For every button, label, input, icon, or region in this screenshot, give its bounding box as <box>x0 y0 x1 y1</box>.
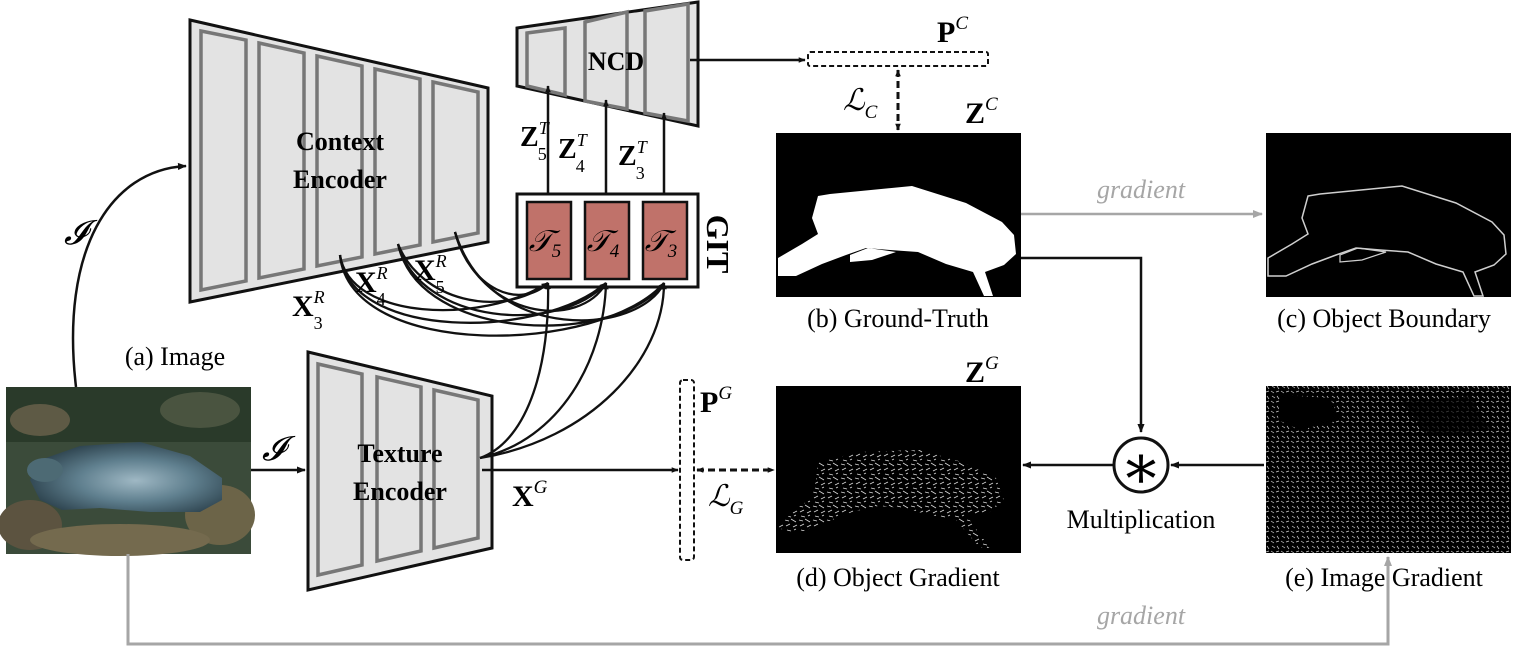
zc-symbol: ZC <box>965 94 998 130</box>
git-to-ncd-arrows <box>545 85 667 194</box>
context-encoder: Context Encoder <box>188 18 490 304</box>
git-label: GIT <box>700 215 736 274</box>
gradient-bottom-arrow <box>126 554 1392 646</box>
pc-prediction-bar <box>807 51 989 67</box>
multiplication-node: ∗ <box>1112 434 1170 502</box>
image-to-context-arrow <box>71 162 187 388</box>
img-grad-caption: (e) Image Gradient <box>1285 563 1484 592</box>
lc-symbol: ℒC <box>843 84 878 123</box>
object-gradient-image <box>776 386 1021 553</box>
gt-to-mult-arrow <box>1021 256 1145 433</box>
git-cell-t3 <box>641 200 689 281</box>
gradient-bottom-label: gradient <box>1097 601 1186 630</box>
boundary-caption: (c) Object Boundary <box>1277 304 1491 333</box>
git-module: 𝒯5 𝒯4 𝒯3 GIT <box>515 192 736 289</box>
context-encoder-label-1: Context <box>296 127 384 156</box>
ncd-label: NCD <box>588 47 644 76</box>
git-cell-t4 <box>583 200 631 281</box>
obj-grad-caption: (d) Object Gradient <box>796 563 1000 592</box>
texture-encoder-label-2: Encoder <box>353 477 447 506</box>
ncd-module: NCD <box>515 0 700 128</box>
pg-symbol: PG <box>700 383 732 419</box>
multiplication-label: Multiplication <box>1067 505 1216 534</box>
input-image <box>0 387 255 556</box>
image-caption: (a) Image <box>125 342 225 371</box>
texture-encoder: Texture Encoder <box>306 350 494 592</box>
lg-symbol: ℒG <box>708 480 744 519</box>
gradient-top-label: gradient <box>1097 175 1186 204</box>
zg-symbol: ZG <box>965 353 999 389</box>
ground-truth-image <box>776 133 1021 297</box>
context-encoder-label-2: Encoder <box>293 165 387 194</box>
pg-prediction-bar <box>679 379 695 561</box>
texture-encoder-label-1: Texture <box>357 439 442 468</box>
context-to-git-arrows <box>338 231 666 337</box>
i-symbol-mid: 𝓘 <box>262 431 296 468</box>
git-cell-t5 <box>525 200 573 281</box>
gt-caption: (b) Ground-Truth <box>807 304 989 333</box>
star-icon: ∗ <box>1120 434 1162 502</box>
object-boundary-image <box>1266 133 1511 297</box>
image-gradient-image <box>1266 386 1511 553</box>
xg-symbol: XG <box>512 477 548 513</box>
pc-symbol: PC <box>937 13 968 49</box>
